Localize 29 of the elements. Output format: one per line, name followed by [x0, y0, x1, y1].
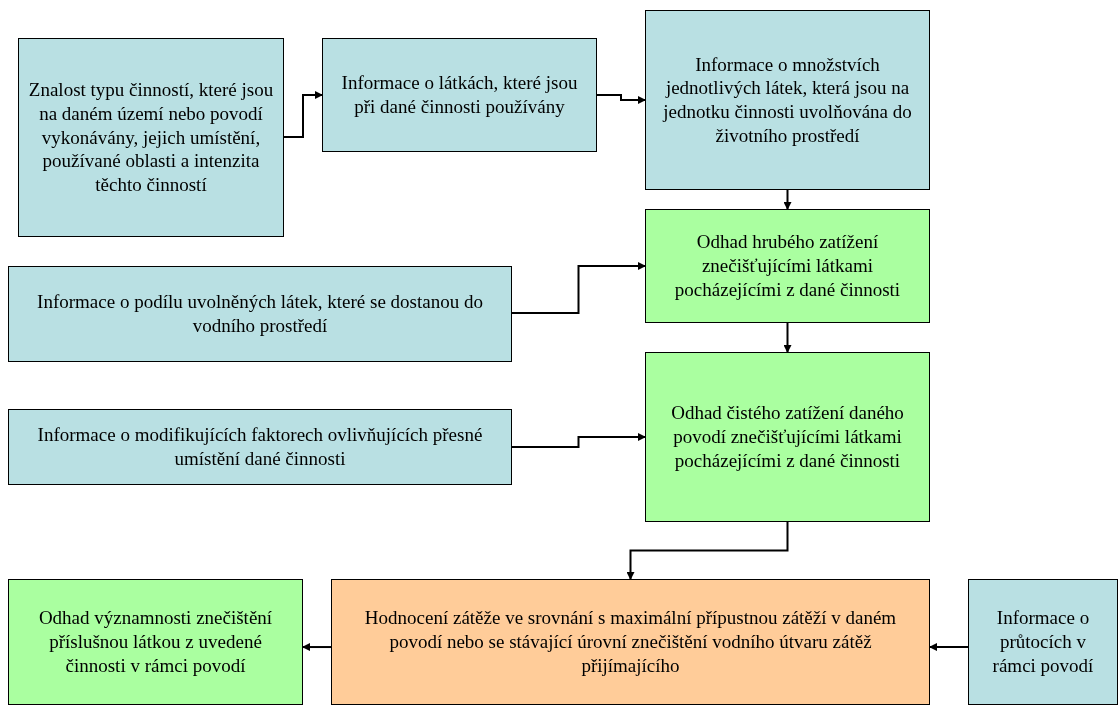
process-box	[331, 579, 930, 705]
arrow	[511, 433, 646, 448]
box-text: Informace o modifikujících faktorech ovlivňujících přesné umístění dané činnosti	[36, 423, 484, 471]
arrow	[783, 189, 792, 210]
box-text: Informace o látkách, které jsou při dané činnosti používány	[340, 71, 579, 119]
process-box	[18, 38, 284, 237]
box-text: Odhad čistého zatížení daného povodí znečišťujícími látkami pocházejícími z dané činnosti	[670, 401, 905, 473]
box-text: Informace o průtocích v rámci povodí	[991, 606, 1095, 678]
arrow	[596, 94, 646, 104]
arrow	[626, 521, 789, 580]
box-text: Odhad významnosti znečištění příslušnou látkou z uvedené činnosti v rámci povodí	[37, 606, 274, 678]
arrow	[302, 643, 332, 652]
arrow	[283, 91, 323, 138]
box-text: Hodnocení zátěže ve srovnání s maximální přípustnou zátěží v daném povodí nebo se stávající úrovní znečištění vodního útvaru zátěž přijímajícího	[363, 606, 898, 678]
process-box	[8, 409, 512, 485]
process-box	[968, 579, 1118, 705]
arrow	[929, 643, 969, 652]
process-box	[645, 352, 930, 522]
process-box	[8, 266, 512, 362]
box-text: Odhad hrubého zatížení znečišťujícími látkami pocházejícími z dané činnosti	[673, 230, 902, 302]
box-text: Informace o podílu uvolněných látek, které se dostanou do vodního prostředí	[36, 290, 484, 338]
arrow	[511, 262, 646, 314]
arrow	[783, 322, 792, 353]
box-text: Znalost typu činností, které jsou na daném území nebo povodí vykonávány, jejich umístění, používané oblasti a intenzita těchto činností	[27, 78, 275, 197]
process-box	[645, 10, 930, 190]
process-box	[645, 209, 930, 323]
process-box	[322, 38, 597, 152]
box-text: Informace o množstvích jednotlivých látek, která jsou na jednotku činnosti uvolňována do životního prostředí	[661, 52, 913, 148]
process-box	[8, 579, 303, 705]
